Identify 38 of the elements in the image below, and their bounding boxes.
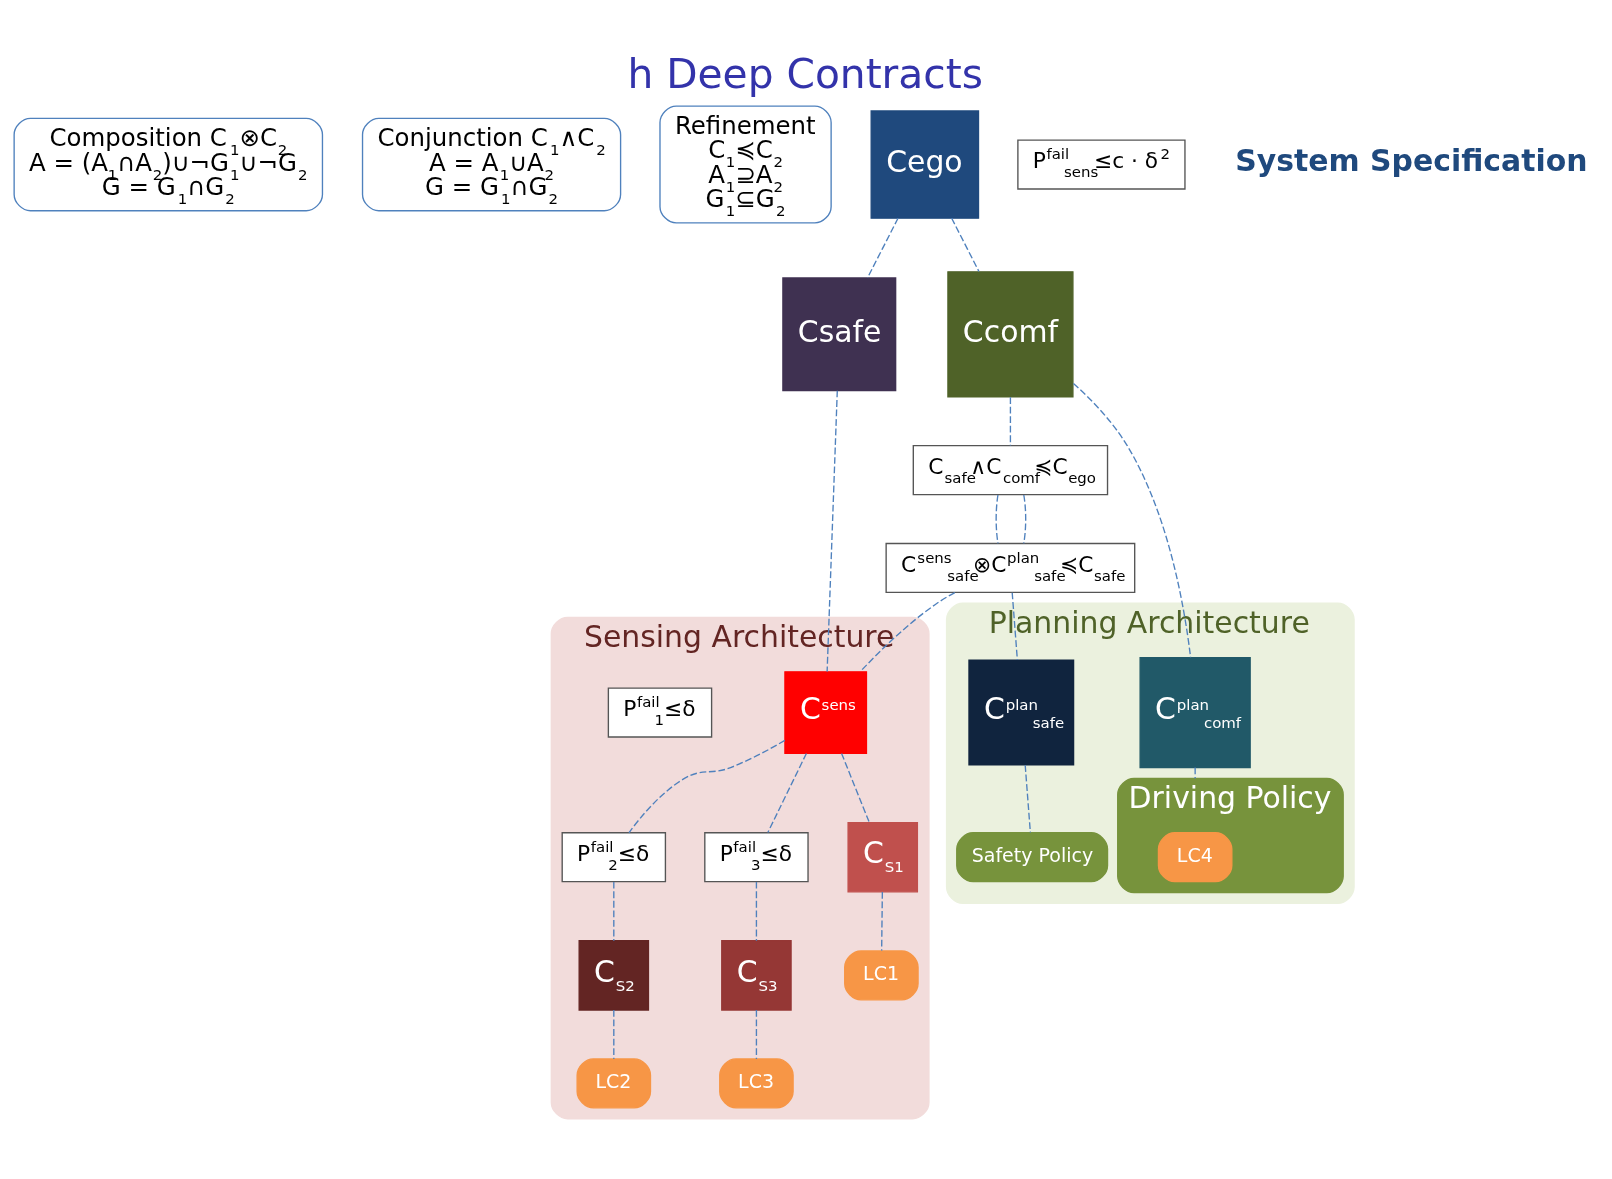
node-box: C$_{S2}$	[578, 939, 650, 1011]
node-box: Conjunction C$_{1}$∧C$_{2}$ A = A$_{1}$∪A$_{2}$ G = G$_{1}$∩G$_{2}$	[361, 117, 622, 211]
node-box: C$_{safe}$∧C$_{comf}$≼C$_{ego}$	[912, 444, 1109, 495]
connector	[1194, 766, 1196, 779]
connector	[859, 591, 956, 672]
node-box: P$^{fail}$$_{3}$≤δ	[704, 831, 809, 882]
connector	[755, 1008, 758, 1060]
node-box: C$^{sens}$	[784, 670, 868, 754]
connector	[866, 217, 899, 279]
connector	[951, 217, 980, 272]
node-box: P$^{fail}$$_{sens}$≤c · δ$^{2}$	[1017, 138, 1186, 190]
label: System Specification	[1235, 142, 1588, 178]
connector	[613, 1008, 615, 1060]
node-box: Cego	[870, 109, 980, 219]
node-box: C$_{S1}$	[847, 821, 919, 893]
node-box: LC1	[844, 949, 919, 1001]
node-box: Ccomf	[947, 270, 1074, 397]
node-box: Refinement C$_{1}$≼C$_{2}$ A$_{1}$⊇A$_{2}$ G$_{1}$⊆G$_{2}$	[659, 104, 832, 224]
connector	[628, 739, 786, 833]
node-box: LC4	[1157, 831, 1233, 882]
connector	[840, 752, 870, 823]
connector	[755, 880, 758, 941]
node-box: LC2	[576, 1057, 652, 1108]
node-box: P$^{fail}$$_{1}$≤δ	[607, 686, 713, 738]
connector	[880, 890, 884, 951]
connector	[767, 752, 808, 833]
connector	[1011, 591, 1019, 661]
node-box: Csafe	[782, 276, 897, 391]
node-box: C$_{S3}$	[721, 939, 792, 1011]
connector	[613, 880, 615, 941]
node-box: C$^{sens}$$_{safe}$⊗C$^{plan}$$_{safe}$≼C$_{safe}$	[885, 542, 1136, 593]
diagram-title: h Deep Contracts	[627, 49, 983, 98]
connector	[995, 493, 999, 544]
connector	[1023, 493, 1027, 544]
connector	[826, 389, 838, 672]
node-box: Safety Policy	[956, 831, 1109, 882]
node-box: LC3	[719, 1057, 794, 1108]
node-box: P$^{fail}$$_{2}$≤δ	[561, 831, 667, 882]
